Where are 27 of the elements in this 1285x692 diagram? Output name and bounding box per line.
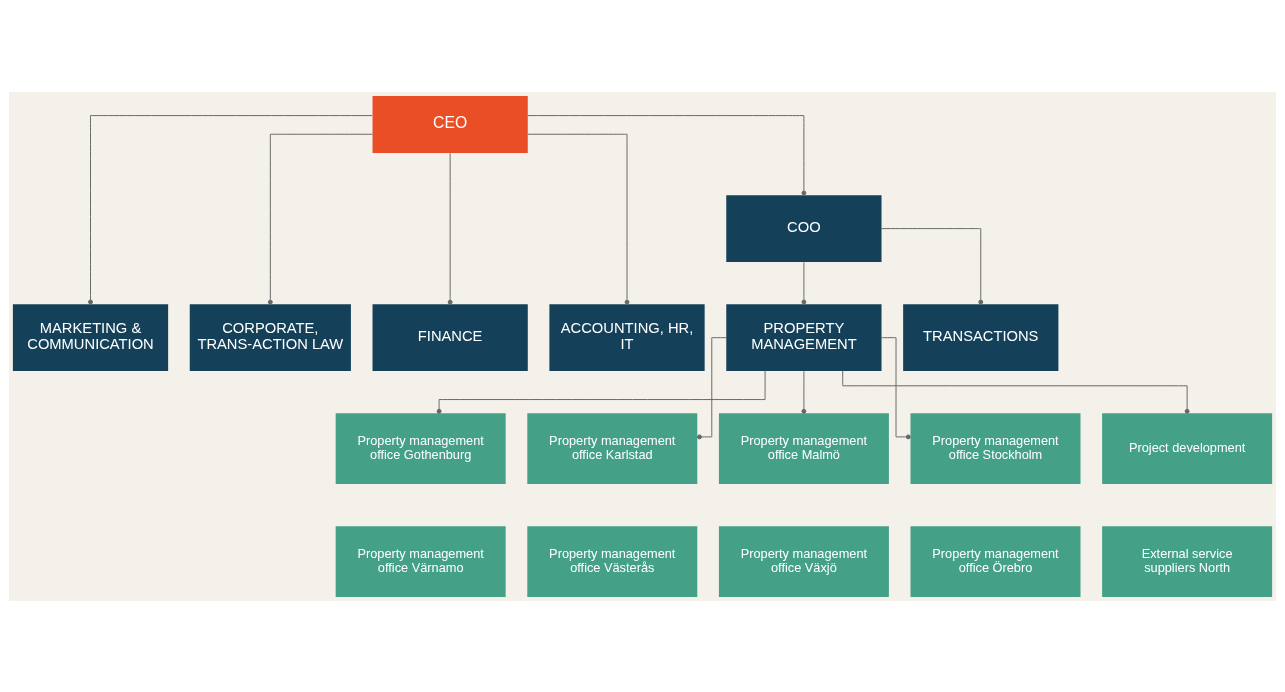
node-box: Property management office Gothenburg	[335, 412, 506, 484]
node-box: MARKETING & COMMUNICATION	[12, 303, 169, 371]
connector	[436, 370, 766, 414]
node-box: Property management office Värnamo	[335, 525, 506, 597]
connector	[881, 227, 984, 305]
node-box: Property management office Örebro	[910, 525, 1081, 597]
node-box: COO	[726, 194, 882, 262]
connector	[447, 152, 453, 305]
node-box: Property management office Västerås	[527, 525, 698, 597]
connector	[801, 370, 807, 414]
connector	[527, 114, 807, 195]
node-box: Project development	[1102, 412, 1273, 484]
node-box: Property management office Växjö	[718, 525, 889, 597]
node-box: External service suppliers North	[1102, 525, 1273, 597]
node-box: CEO	[372, 95, 528, 153]
node-box: Property management office Karlstad	[527, 412, 698, 484]
node-box: Property management office Malmö	[718, 412, 889, 484]
connector	[88, 114, 373, 304]
connector	[267, 133, 373, 305]
node-box: TRANSACTIONS	[903, 303, 1059, 371]
node-box: ACCOUNTING, HR, IT	[549, 303, 705, 371]
node-box: PROPERTY MANAGEMENT	[726, 303, 882, 371]
connector	[801, 261, 807, 304]
node-box: CORPORATE, TRANS-ACTION LAW	[189, 303, 351, 371]
connector	[527, 133, 630, 305]
node-box: FINANCE	[372, 303, 528, 371]
node-box: Property management office Stockholm	[910, 412, 1081, 484]
